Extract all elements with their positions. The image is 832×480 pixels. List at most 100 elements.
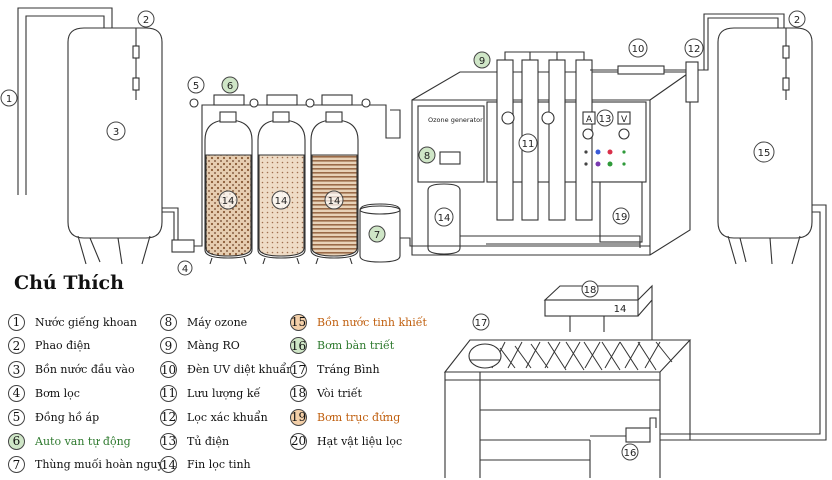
legend-number: 15 — [290, 313, 307, 331]
legend-label: Phao điện — [35, 339, 91, 353]
sediment-filter — [204, 111, 253, 265]
svg-text:6: 6 — [227, 81, 233, 92]
legend-number: 7 — [8, 456, 25, 474]
ro-membranes — [496, 51, 593, 221]
svg-text:16: 16 — [624, 448, 637, 459]
callout-18: 18 — [581, 280, 599, 298]
legend-item: 5 Đồng hồ áp — [8, 407, 99, 427]
input-tank — [67, 27, 163, 265]
svg-text:12: 12 — [688, 44, 701, 55]
filling-table — [443, 339, 692, 478]
legend-label: Thùng muối hoàn nguyên — [35, 458, 178, 472]
svg-text:14: 14 — [275, 196, 288, 207]
legend-label: Lọc xác khuẩn — [187, 410, 268, 424]
callout-11: 11 — [518, 133, 538, 153]
callout-9: 9 — [473, 51, 491, 69]
legend-number: 16 — [290, 337, 307, 355]
svg-text:9: 9 — [479, 56, 485, 67]
uv-lamp — [590, 65, 686, 75]
callout-14d: 14 — [434, 207, 454, 227]
legend-item: 3 Bồn nước đầu vào — [8, 360, 135, 380]
legend-label: Bơm lọc — [35, 386, 80, 400]
legend-label: Nước giếng khoan — [35, 315, 137, 329]
legend-label: Bồn nước tinh khiết — [317, 315, 427, 329]
svg-text:14: 14 — [222, 196, 235, 207]
legend-number: 12 — [160, 408, 177, 426]
softener-filter — [310, 111, 359, 265]
legend-label: Bồn nước đầu vào — [35, 363, 135, 377]
sand-filter — [257, 111, 306, 265]
legend-label: Màng RO — [187, 339, 240, 353]
bacteria-filter — [685, 13, 785, 103]
legend-label: Bơm trục đứng — [317, 410, 401, 424]
auto-valves — [213, 94, 353, 106]
callout-6: 6 — [221, 76, 239, 94]
callout-5: 5 — [187, 76, 205, 94]
callout-14c: 14 — [324, 190, 344, 210]
legend-item: 12 Lọc xác khuẩn — [160, 407, 268, 427]
svg-text:8: 8 — [424, 151, 430, 162]
svg-text:3: 3 — [113, 127, 119, 138]
callout-13: 13 — [596, 109, 614, 127]
legend-number: 10 — [160, 361, 177, 379]
svg-text:14: 14 — [438, 213, 451, 224]
svg-text:4: 4 — [182, 264, 188, 275]
filter-pump — [171, 239, 195, 253]
legend-label: Bơm bàn triết — [317, 339, 395, 353]
filling-head — [543, 284, 653, 341]
panel-letter-v: V — [621, 115, 628, 125]
callout-14a: 14 — [218, 190, 238, 210]
svg-text:19: 19 — [615, 212, 628, 223]
callout-12: 12 — [684, 38, 704, 58]
svg-text:11: 11 — [522, 139, 535, 150]
svg-text:10: 10 — [632, 44, 645, 55]
legend-label: Tủ điện — [187, 434, 230, 448]
legend-label: Hạt vật liệu lọc — [317, 434, 403, 448]
svg-text:2: 2 — [143, 15, 149, 26]
legend-item: 20 Hạt vật liệu lọc — [290, 431, 402, 451]
callout-19: 19 — [612, 207, 630, 225]
svg-text:5: 5 — [193, 81, 199, 92]
legend-number: 20 — [290, 432, 307, 450]
callout-14b: 14 — [271, 190, 291, 210]
callout-14e: 14 — [614, 304, 627, 315]
callout-7: 7 — [368, 225, 386, 243]
callout-10: 10 — [628, 38, 648, 58]
legend-number: 4 — [8, 384, 25, 402]
callout-4: 4 — [177, 260, 193, 276]
svg-text:7: 7 — [374, 230, 380, 241]
callout-3: 3 — [106, 121, 126, 141]
legend-label: Tráng Bình — [317, 363, 380, 377]
legend-label: Đồng hồ áp — [35, 410, 100, 424]
filling-pump — [590, 417, 657, 443]
legend-label: Auto van tự động — [35, 434, 131, 448]
callout-15: 15 — [753, 141, 775, 163]
svg-text:17: 17 — [475, 318, 488, 329]
callout-8: 8 — [418, 146, 436, 164]
legend-number: 2 — [8, 337, 25, 355]
svg-text:15: 15 — [758, 148, 771, 159]
legend-number: 5 — [8, 408, 25, 426]
legend-item: 2 Phao điện — [8, 336, 90, 356]
svg-text:13: 13 — [599, 114, 612, 125]
callout-1: 1 — [0, 89, 18, 107]
callout-2b: 2 — [788, 10, 806, 28]
legend-label: Đèn UV diệt khuẩn — [187, 363, 294, 377]
pressure-gauges — [189, 98, 371, 108]
legend-number: 18 — [290, 384, 307, 402]
pipe-tank-pump — [162, 207, 179, 242]
legend-number: 3 — [8, 361, 25, 379]
legend-number: 8 — [160, 313, 177, 331]
svg-text:18: 18 — [584, 285, 597, 296]
legend-item: 10 Đèn UV diệt khuẩn — [160, 360, 293, 380]
